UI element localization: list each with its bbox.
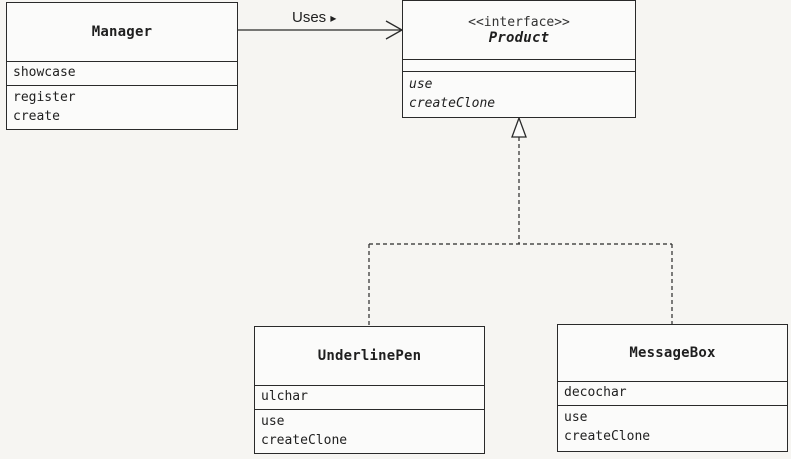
method-createclone: createClone [261, 433, 348, 448]
class-manager-methods: register create [7, 86, 237, 128]
class-manager-name: Manager [91, 24, 153, 40]
class-underlinepen-methods: use createClone [255, 410, 484, 452]
class-underlinepen-name-section: UnderlinePen [255, 327, 484, 386]
class-messagebox-name-section: MessageBox [558, 325, 787, 382]
class-product-name-section: <<interface>> Product [403, 1, 635, 60]
method-use: use [564, 410, 588, 425]
class-underlinepen: UnderlinePen ulchar use createClone [254, 326, 485, 454]
method-use: use [261, 414, 285, 429]
field-ulchar: ulchar [261, 389, 308, 404]
class-underlinepen-name: UnderlinePen [317, 348, 422, 364]
realization-triangle [511, 116, 527, 138]
uses-label-text: Uses [292, 9, 327, 26]
uses-direction-icon: ▸ [330, 11, 337, 25]
class-messagebox-fields: decochar [558, 382, 787, 406]
method-register: register [13, 90, 76, 105]
class-product: <<interface>> Product use createClone [402, 0, 636, 118]
method-use: use [409, 77, 433, 92]
class-manager-fields: showcase [7, 62, 237, 86]
class-product-methods: use createClone [403, 72, 635, 115]
class-messagebox: MessageBox decochar use createClone [557, 324, 788, 452]
class-manager-name-section: Manager [7, 3, 237, 62]
class-product-stereotype: <<interface>> [468, 14, 570, 30]
class-messagebox-methods: use createClone [558, 406, 787, 448]
uses-label: Uses ▸ [292, 9, 336, 26]
method-createclone: createClone [564, 429, 651, 444]
field-decochar: decochar [564, 385, 627, 400]
field-showcase: showcase [13, 65, 76, 80]
class-messagebox-name: MessageBox [629, 345, 716, 361]
method-createclone: createClone [409, 96, 496, 111]
class-manager: Manager showcase register create [6, 2, 238, 130]
class-product-fields [403, 60, 635, 72]
method-create: create [13, 109, 60, 124]
class-product-name: Product [488, 29, 550, 46]
class-underlinepen-fields: ulchar [255, 386, 484, 410]
